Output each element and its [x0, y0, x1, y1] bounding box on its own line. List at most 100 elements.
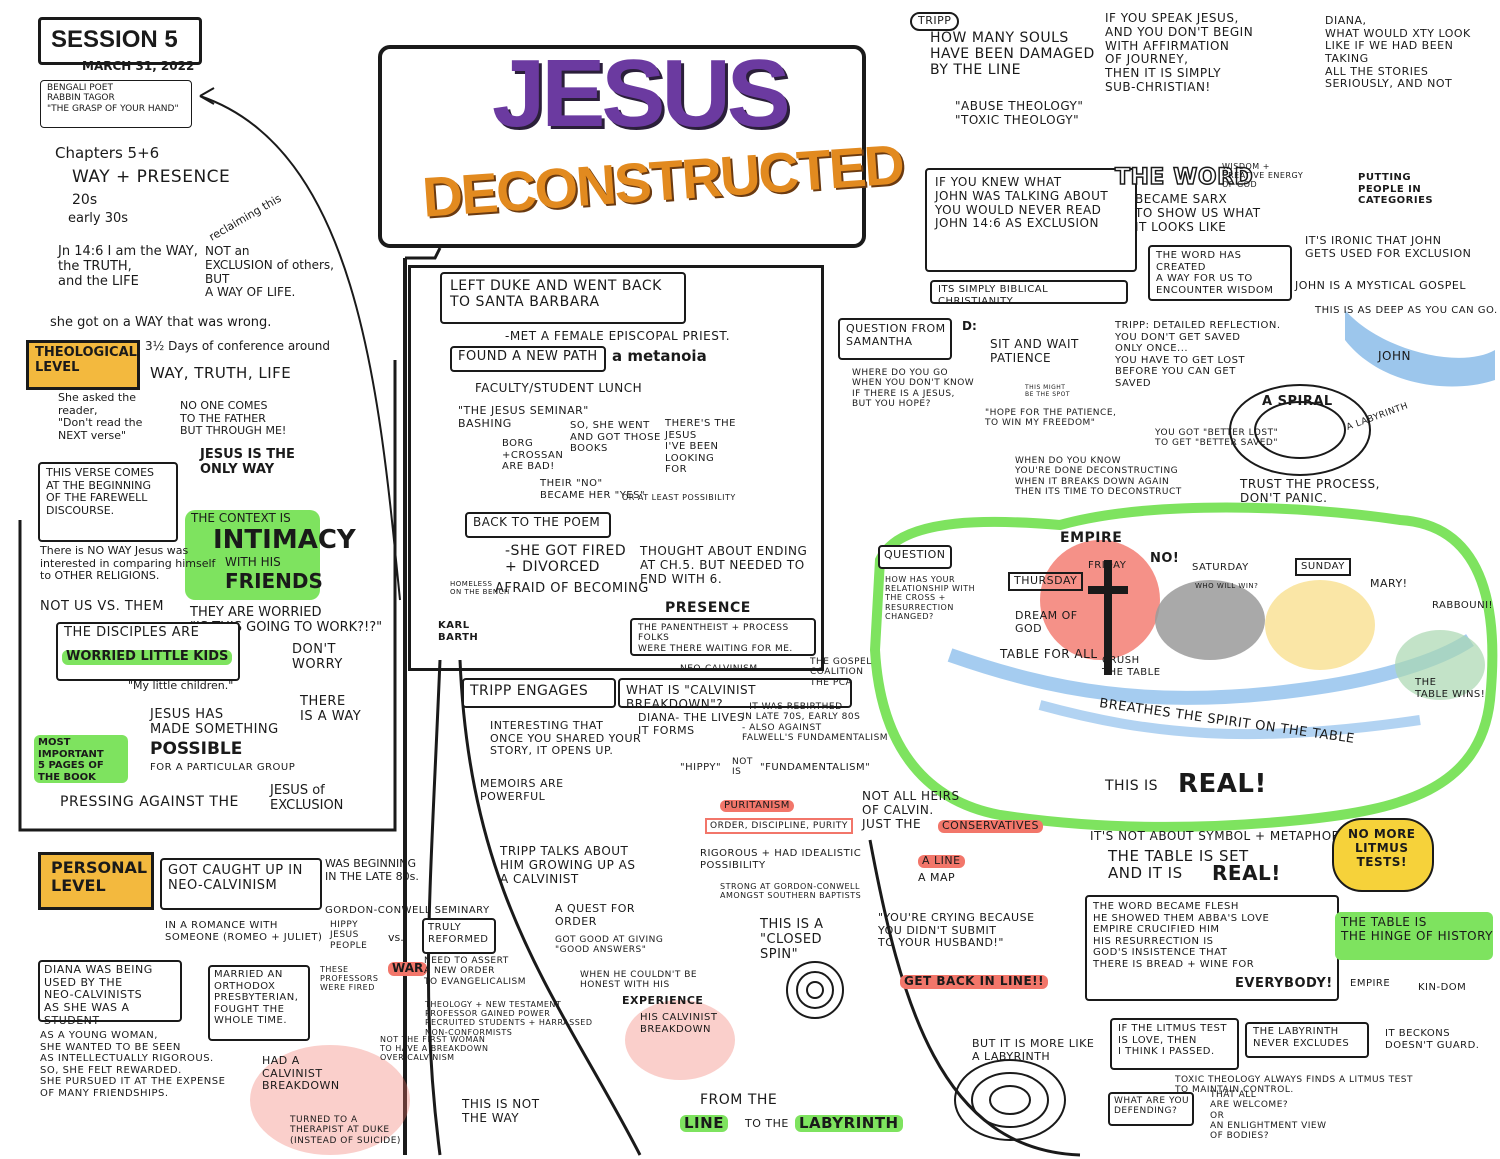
assert-order: NEED TO ASSERT A NEW ORDER TO EVANGELICA… — [424, 956, 527, 987]
personal-label-text: PERSONAL LEVEL — [51, 858, 148, 896]
important-pages-highlight: MOST IMPORTANT 5 PAGES OF THE BOOK — [34, 735, 128, 783]
therapist-duke: TURNED TO A THERAPIST AT DUKE (INSTEAD O… — [290, 1115, 401, 1146]
vs-text: vs. — [388, 931, 404, 944]
little-children: "My little children." — [128, 679, 234, 692]
poet-box: BENGALI POET RABBIN TAGOR "THE GRASP OF … — [40, 80, 192, 128]
faculty-lunch: FACULTY/STUDENT LUNCH — [475, 381, 643, 395]
gordon-conwell: GORDON-CONWELL SEMINARY — [325, 905, 490, 916]
age-20s: 20s — [72, 192, 98, 208]
no-one-comes: NO ONE COMES TO THE FATHER BUT THROUGH M… — [180, 399, 287, 438]
diana-question: DIANA, WHAT WOULD XTY LOOK LIKE IF WE HA… — [1325, 14, 1471, 91]
word-flesh: THE WORD BECAME FLESH HE SHOWED THEM ABB… — [1093, 901, 1270, 970]
a-labyrinth: A LABYRINTH — [1345, 401, 1410, 433]
worried-kids: WORRIED LITTLE KIDS — [62, 649, 233, 665]
tripp-engages: TRIPP ENGAGES — [470, 683, 589, 699]
thursday-label: THURSDAY — [1008, 572, 1084, 591]
thought-ending: THOUGHT ABOUT ENDING AT CH.5. BUT NEEDED… — [640, 544, 808, 586]
strong-gordon: STRONG AT GORDON-CONWELL AMONGST SOUTHER… — [720, 882, 862, 901]
panentheist: THE PANENTHEIST + PROCESS FOLKS WERE THE… — [638, 623, 793, 654]
calvinist-breakdown: HAD A CALVINIST BREAKDOWN — [262, 1054, 340, 1093]
couldnt-honest: WHEN HE COULDN'T BE HONEST WITH HIS — [580, 970, 698, 991]
hinge-highlight: THE TABLE IS THE HINGE of HISTORY — [1335, 912, 1493, 960]
disciples-box: THE DISCIPLES ARE WORRIED LITTLE KIDS — [56, 622, 240, 681]
no-way-religions: There is NO WAY Jesus was interested in … — [40, 544, 216, 583]
with-his-text: WITH HIS — [225, 555, 281, 569]
there-is-a-way: THERE IS A WAY — [300, 694, 362, 724]
how-relationship: HOW HAS YOUR RELATIONSHIP WITH THE CROSS… — [885, 575, 976, 621]
theological-level-label: THEOLOGICAL LEVEL — [26, 340, 140, 390]
context-text: THE CONTEXT IS — [191, 511, 291, 525]
empire-label: EMPIRE — [1060, 530, 1123, 546]
rigorous-possibility: RIGOROUS + HAD IDEALISTIC POSSIBILITY — [700, 848, 862, 871]
borg-crossan: BORG +CROSSAN ARE BAD! — [502, 438, 564, 472]
word-created: THE WORD HAS CREATED A WAY FOR US TO ENC… — [1156, 250, 1274, 296]
personal-level-label: PERSONAL LEVEL — [38, 852, 154, 910]
the-labyrinth: LABYRINTH — [795, 1114, 903, 1133]
order-discipline: ORDER, DISCIPLINE, PURITY — [705, 818, 853, 835]
karl-barth: KARL BARTH — [438, 620, 479, 643]
chapters-text: Chapters 5+6 — [55, 144, 160, 162]
wisdom-energy: WISDOM + CREATIVE ENERGY OF GOD — [1222, 162, 1304, 190]
a-map: A MAP — [918, 871, 956, 884]
to-the: TO THE — [745, 1117, 789, 1130]
no-became-yes: THEIR "NO" BECAME HER "YES" — [540, 478, 646, 501]
presence: PRESENCE — [665, 600, 751, 616]
way-presence: WAY + PRESENCE — [72, 167, 231, 187]
created-box: THE WORD HAS CREATED A WAY FOR US TO ENC… — [1148, 245, 1292, 301]
met-priest: -MET A FEMALE EPISCOPAL PRIEST. — [505, 329, 731, 343]
empire-arrow: EMPIRE — [1350, 978, 1391, 989]
jesus-looking: THERE'S THE JESUS I'VE BEEN LOOKING FOR — [665, 418, 736, 475]
litmus-burst: NO MORE LITMUS TESTS! — [1332, 818, 1434, 892]
important-pages: MOST IMPORTANT 5 PAGES OF THE BOOK — [38, 737, 104, 783]
mary-label: MARY! — [1370, 577, 1408, 590]
reformed-box: TRULY REFORMED — [422, 918, 496, 954]
gospel-coalition: THE GOSPEL COALITION THE PCA — [810, 657, 872, 688]
friends-text: FRIENDS — [225, 569, 323, 593]
experience: EXPERIENCE — [622, 994, 704, 1007]
good-answers: GOT GOOD AT GIVING "GOOD ANSWERS" — [555, 935, 664, 956]
tripp-talks: TRIPP TALKS ABOUT HIM GROWING UP AS A CA… — [500, 844, 636, 886]
who-win: WHO WILL WIN? — [1195, 582, 1259, 590]
tripp-engages-box: TRIPP ENGAGES — [462, 678, 616, 708]
center-panel — [408, 265, 824, 671]
kin-dom: KIN-DOM — [1418, 982, 1467, 993]
not-us-vs-them: NOT US VS. THEM — [40, 599, 164, 614]
a-spiral: A SPIRAL — [1262, 394, 1333, 409]
theological-label-text: THEOLOGICAL LEVEL — [35, 345, 137, 375]
his-calvinist-breakdown: HIS CALVINIST BREAKDOWN — [640, 1012, 718, 1035]
panentheist-box: THE PANENTHEIST + PROCESS FOLKS WERE THE… — [630, 618, 816, 656]
became-sarx: BECAME SARX TO SHOW US WHAT IT LOOKS LIK… — [1135, 192, 1261, 234]
this-is: THIS IS — [1105, 778, 1159, 794]
as-deep: THIS IS AS DEEP AS YOU CAN GO. — [1315, 305, 1498, 316]
samantha-box: QUESTION FROM SAMANTHA — [838, 318, 952, 360]
heirs-calvin: NOT ALL HEIRS OF CALVIN. JUST THE — [862, 789, 960, 831]
tripp-label: TRIPP — [910, 12, 960, 31]
late-80s: WAS BEGINNING IN THE LATE 80s. — [325, 857, 419, 883]
quest-order: A QUEST FOR ORDER — [555, 902, 636, 928]
romance: IN A ROMANCE WITH SOMEONE (ROMEO + JULIE… — [165, 920, 323, 943]
caught-box: Got CAUGHT UP IN NEO-CALVINISM — [160, 858, 322, 910]
homeless-bench: HOMELESS ON THE BENCH — [450, 580, 510, 597]
puritanism: PURITANISM — [720, 800, 794, 812]
diana-lives: DIANA- THE LIVES IT FORMS — [638, 711, 745, 737]
metanoia: a metanoia — [612, 347, 707, 365]
table-wins: THE TABLE WINS! — [1415, 677, 1486, 700]
john-verse: Jn 14:6 I am the WAY, the TRUTH, and the… — [58, 244, 198, 289]
fired-divorced: -SHE GOT FIRED + DIVORCED — [505, 543, 627, 576]
got-books: SO, SHE WENT AND GOT THOSE BOOKS — [570, 420, 661, 454]
might-spot: THIS MIGHT BE THE SPOT — [1025, 384, 1071, 398]
abuse-theology: "ABUSE THEOLOGY" "TOXIC THEOLOGY" — [955, 99, 1084, 127]
title-frame: JESUS DECONSTRUCTED — [378, 40, 905, 248]
not-is: NOT IS — [732, 757, 753, 778]
new-path: FOUND A NEW PATH — [458, 349, 598, 364]
what-is-box: WHAT IS "CALVINIST BREAKDOWN"? — [618, 678, 852, 711]
afraid-becoming: AFRAID OF BECOMING — [495, 581, 649, 596]
reformed-text: TRULY REFORMED — [428, 922, 489, 945]
rabbouni-label: RABBOUNI! — [1432, 600, 1494, 611]
hinge-history: THE TABLE IS THE HINGE of HISTORY — [1341, 915, 1494, 943]
john-label: JOHN — [1378, 349, 1411, 363]
more-like-labyrinth: BUT IT IS MORE LIKE A LABYRINTH — [972, 1037, 1095, 1063]
what-is-breakdown: WHAT IS "CALVINIST BREAKDOWN"? — [626, 683, 756, 711]
table-for-all: TABLE FOR ALL — [1000, 647, 1098, 661]
table-set: THE TABLE IS SET AND IT IS — [1108, 847, 1249, 883]
